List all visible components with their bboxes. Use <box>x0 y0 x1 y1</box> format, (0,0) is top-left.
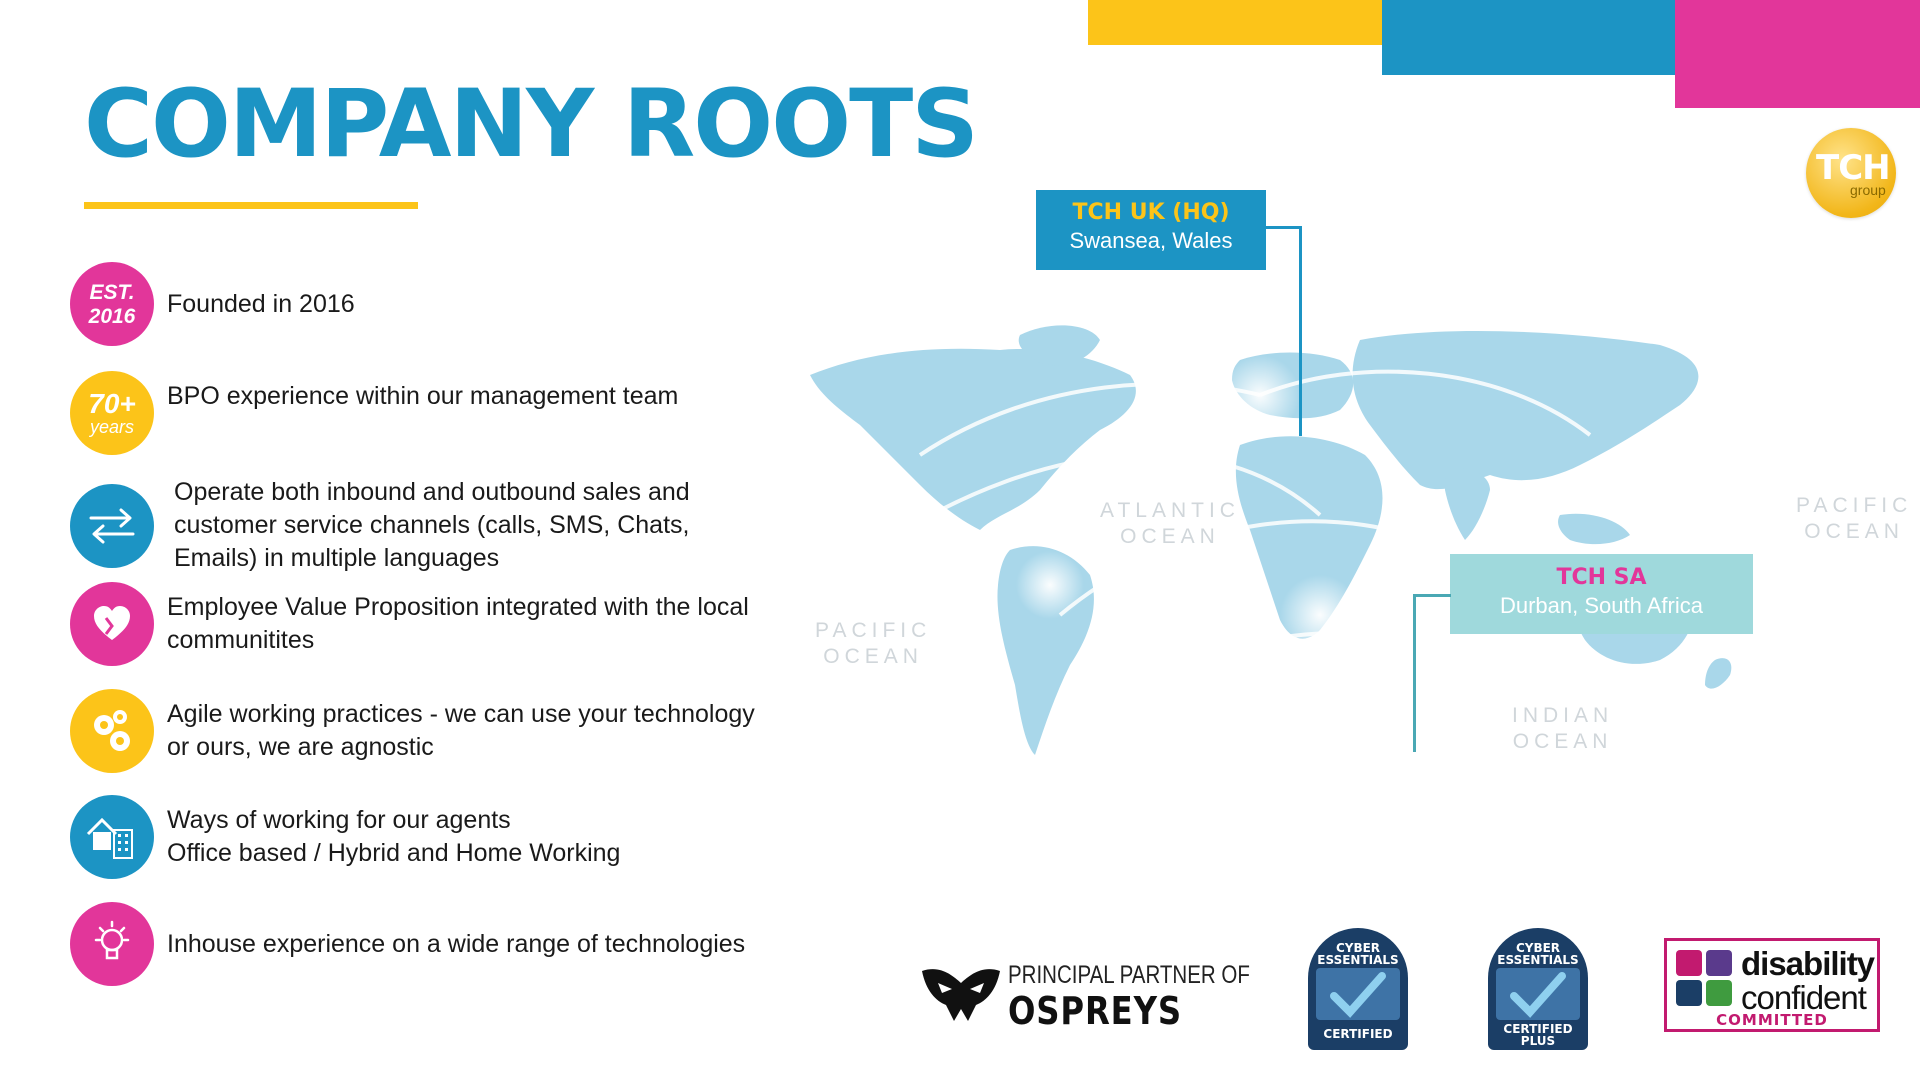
badge-word-confident: confident <box>1741 979 1867 1016</box>
logo-sub-text: group <box>1850 182 1886 198</box>
location-name: TCH SA <box>1556 565 1647 590</box>
title-underline <box>84 202 418 209</box>
checkmark-icon <box>1330 972 1386 1018</box>
disability-confident-badge: disability confident COMMITTED <box>1664 938 1880 1032</box>
ocean-label-pacific-west: PACIFIC OCEAN <box>815 618 931 670</box>
feature-text: Operate both inbound and outbound sales … <box>174 478 690 572</box>
hub-glow <box>1016 551 1084 619</box>
feature-text-line1: Ways of working for our agents <box>167 806 511 834</box>
feature-agile: Agile working practices - we can use you… <box>70 689 757 773</box>
badge-word-committed: COMMITTED <box>1716 1011 1828 1029</box>
ocean-label-line: PACIFIC <box>815 619 932 642</box>
ocean-label-atlantic: ATLANTIC OCEAN <box>1100 498 1240 550</box>
sa-connector-vertical <box>1413 594 1416 752</box>
tick-icon <box>1706 950 1732 976</box>
badge-bottom-line2: PLUS <box>1520 1034 1556 1048</box>
feature-text: Founded in 2016 <box>167 289 355 318</box>
greenland-shape <box>1018 325 1100 366</box>
feature-text: BPO experience within our management tea… <box>167 381 679 410</box>
ocean-label-line: INDIAN <box>1512 704 1614 727</box>
badge-top-line2: ESSENTIALS <box>1497 953 1579 967</box>
asia-shape <box>1352 330 1699 490</box>
osprey-mask-icon <box>922 969 1000 1021</box>
location-place: Durban, South Africa <box>1499 593 1703 618</box>
uk-connector-vertical <box>1299 226 1302 436</box>
badge-inner <box>1496 968 1580 1020</box>
ocean-label-line: OCEAN <box>1120 525 1220 548</box>
uk-connector-horizontal <box>1266 226 1302 229</box>
ocean-label-line: ATLANTIC <box>1100 499 1240 522</box>
partner-line1: PRINCIPAL PARTNER OF <box>1008 961 1250 989</box>
feature-text: Agile working practices - we can use you… <box>167 700 755 761</box>
ocean-label-line: OCEAN <box>1804 520 1904 543</box>
feature-founded: EST. 2016 Founded in 2016 <box>70 262 757 346</box>
india-shape <box>1444 468 1490 540</box>
feature-experience: 70+ years BPO experience within our mana… <box>70 371 757 455</box>
connection-arc <box>1058 519 1461 617</box>
badge-bottom-line1: CERTIFIED <box>1323 1027 1393 1041</box>
est-2016-badge: EST. 2016 <box>70 262 154 346</box>
ocean-label-line: OCEAN <box>823 645 923 668</box>
hub-glow <box>1280 575 1360 655</box>
lightbulb-icon <box>70 902 154 986</box>
location-callout-sa: TCH SA Durban, South Africa <box>1450 554 1753 634</box>
badge-top-text: CYBER ESSENTIALS <box>1488 942 1588 966</box>
exchange-arrows-icon <box>70 483 154 568</box>
badge-line2: years <box>89 417 134 437</box>
feature-text: Employee Value Proposition integrated wi… <box>167 593 749 654</box>
location-callout-uk: TCH UK (HQ) Swansea, Wales <box>1036 190 1266 270</box>
badge-bottom-line1: CERTIFIED <box>1503 1022 1573 1036</box>
feature-text: Inhouse experience on a wide range of te… <box>167 929 746 958</box>
badge-line2: 2016 <box>88 304 136 328</box>
certificate-icon <box>1706 980 1732 1006</box>
tch-group-logo: TCH group <box>1806 128 1896 218</box>
badge-top-line2: ESSENTIALS <box>1317 953 1399 967</box>
badge-line1: 70+ <box>88 388 136 419</box>
badge-word-disability: disability <box>1741 945 1875 982</box>
people-icon <box>1676 950 1702 976</box>
hub-glow <box>1220 355 1300 435</box>
gears-icon <box>70 689 154 773</box>
feature-text-line2: Office based / Hybrid and Home Working <box>167 839 621 867</box>
badge-top-line1: CYBER <box>1335 941 1381 955</box>
badge-top-line1: CYBER <box>1515 941 1561 955</box>
badge-line1: EST. <box>89 280 135 304</box>
feature-evp: Employee Value Proposition integrated wi… <box>70 582 757 666</box>
badge-bottom-text: CERTIFIED <box>1308 1028 1408 1040</box>
connection-arc <box>878 452 1322 547</box>
ospreys-partner-logo: PRINCIPAL PARTNER OF OSPREYS <box>920 955 1250 1035</box>
world-map <box>810 325 1732 755</box>
70-years-badge: 70+ years <box>70 371 154 455</box>
top-bar-pink <box>1675 0 1920 108</box>
southeast-asia-shape <box>1558 513 1630 545</box>
ocean-label-line: OCEAN <box>1512 730 1613 753</box>
sa-connector-horizontal <box>1413 594 1451 597</box>
ocean-label-pacific-east: PACIFIC OCEAN <box>1796 493 1912 545</box>
ocean-label-indian: INDIAN OCEAN <box>1512 703 1613 755</box>
logo-main-text: TCH <box>1816 148 1891 188</box>
checkmark-icon <box>1510 972 1566 1018</box>
north-america-shape <box>810 348 1136 530</box>
page-title: COMPANY ROOTS <box>84 70 979 179</box>
top-bar-blue <box>1382 0 1675 75</box>
badge-bottom-text: CERTIFIED PLUS <box>1488 1023 1588 1047</box>
partner-line2: OSPREYS <box>1008 989 1182 1033</box>
home-office-icon <box>70 795 154 879</box>
location-name: TCH UK (HQ) <box>1072 200 1230 225</box>
heart-hand-icon <box>70 582 154 666</box>
cyber-essentials-plus-badge: CYBER ESSENTIALS CERTIFIED PLUS <box>1488 928 1588 1050</box>
badge-inner <box>1316 968 1400 1020</box>
cyber-essentials-certified-badge: CYBER ESSENTIALS CERTIFIED <box>1308 928 1408 1050</box>
disability-symbols <box>1676 950 1734 1008</box>
top-bar-yellow <box>1088 0 1382 45</box>
feature-channels: Operate both inbound and outbound sales … <box>70 476 764 575</box>
badge-top-text: CYBER ESSENTIALS <box>1308 942 1408 966</box>
feature-ways-of-working: Ways of working for our agents Office ba… <box>70 795 757 879</box>
feature-text: Ways of working for our agents Office ba… <box>167 804 757 870</box>
padlock-icon <box>1676 980 1702 1006</box>
feature-technologies: Inhouse experience on a wide range of te… <box>70 902 757 986</box>
new-zealand-shape <box>1705 658 1732 689</box>
location-place: Swansea, Wales <box>1069 228 1233 253</box>
ocean-label-line: PACIFIC <box>1796 494 1913 517</box>
